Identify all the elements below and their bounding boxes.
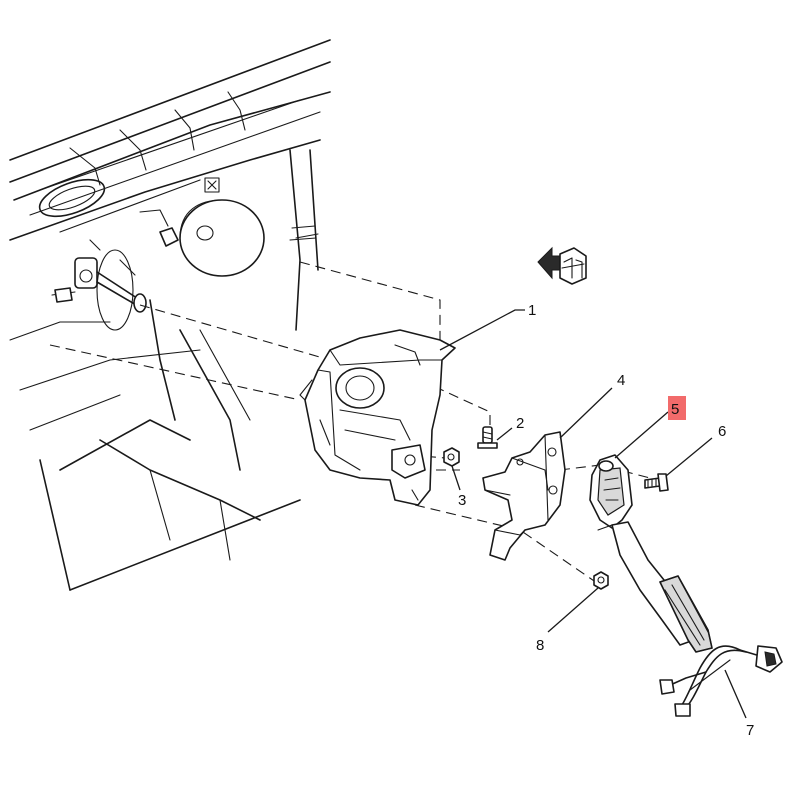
callout-3: 3 [458,492,466,509]
vehicle-body-structure [9,39,331,591]
wiring-harness-part-7 [659,645,783,717]
pedal-bracket-part-1 [299,329,456,506]
bolt-part-6 [644,473,669,492]
callout-6: 6 [718,423,726,440]
callout-5-highlight [668,396,686,420]
callout-leader-lines [439,309,747,719]
callout-7: 7 [746,722,754,739]
callout-labels: 1 2 3 4 5 6 7 8 [458,302,754,739]
nut-part-8 [593,571,609,590]
pedal-mount-bracket-part-4 [482,431,566,561]
front-direction-arrow-icon [537,246,587,285]
accelerator-pedal-part-5 [589,454,713,653]
bolt-part-2 [477,426,498,449]
callout-8: 8 [536,637,544,654]
callout-4: 4 [617,372,625,389]
callout-1: 1 [528,302,536,319]
steering-linkage [51,239,147,331]
callout-5: 5 [671,401,679,418]
nut-part-3 [443,447,460,467]
callout-2: 2 [516,415,524,432]
